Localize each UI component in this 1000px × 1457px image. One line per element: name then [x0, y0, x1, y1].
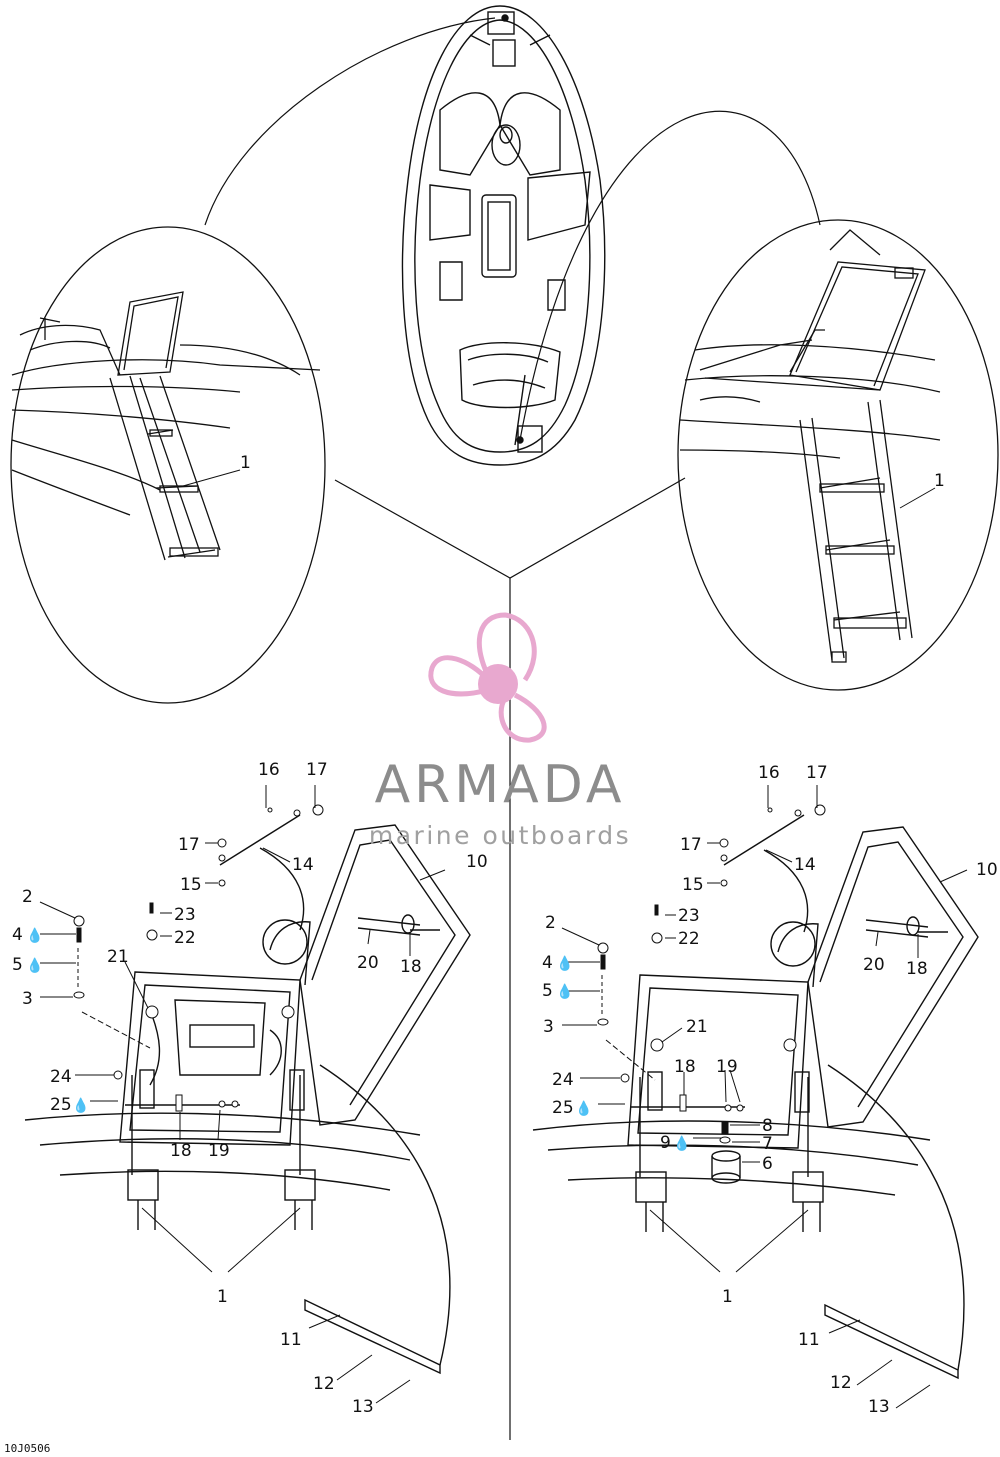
small-parts-right [597, 804, 826, 1144]
lubricant-drop-icon: 💧 [72, 1097, 89, 1114]
callout-13: 13 [868, 1397, 890, 1417]
callout-17: 17 [680, 835, 702, 855]
callout-22: 22 [678, 929, 700, 949]
callouts-left: 16 17 17 14 15 10 2 4 💧 5 💧 3 23 22 21 2… [12, 760, 488, 1417]
callout-15: 15 [180, 875, 202, 895]
detail-view-right [677, 219, 999, 691]
callout-1: 1 [240, 453, 251, 473]
callout-2: 2 [22, 887, 33, 907]
callout-11: 11 [798, 1330, 820, 1350]
callout-16: 16 [258, 760, 280, 780]
callout-11: 11 [280, 1330, 302, 1350]
callout-22: 22 [174, 928, 196, 948]
exploded-view-left [24, 814, 471, 1375]
callout-9: 9 [660, 1133, 671, 1153]
callout-4: 4 [12, 925, 23, 945]
lubricant-drop-icon: 💧 [673, 1135, 690, 1152]
callouts-right: 16 17 17 14 15 10 2 23 22 4 💧 5 💧 20 18 … [542, 763, 998, 1417]
lubricant-drop-icon: 💧 [575, 1100, 592, 1117]
callout-21: 21 [686, 1017, 708, 1037]
callout-18: 18 [906, 959, 928, 979]
callout-19: 19 [208, 1141, 230, 1161]
callout-21: 21 [107, 947, 129, 967]
callout-20: 20 [863, 955, 885, 975]
callout-7: 7 [762, 1134, 773, 1154]
callout-10: 10 [976, 860, 998, 880]
callout-1: 1 [722, 1287, 733, 1307]
callout-18: 18 [400, 957, 422, 977]
callout-18: 18 [170, 1141, 192, 1161]
callout-25: 25 [552, 1098, 574, 1118]
callout-10: 10 [466, 852, 488, 872]
armada-watermark: ARMADA marine outboards [369, 612, 631, 850]
propeller-logo-icon [428, 612, 547, 743]
callout-8: 8 [762, 1116, 773, 1136]
callout-6: 6 [762, 1154, 773, 1174]
small-parts-left [73, 804, 324, 1112]
callout-24: 24 [552, 1070, 574, 1090]
callout-5: 5 [12, 955, 23, 975]
callout-2: 2 [545, 913, 556, 933]
reference-code: 10J0506 [4, 1442, 50, 1455]
connector-lines [204, 17, 821, 1440]
exploded-view-right [532, 814, 979, 1380]
boat-top-view [401, 5, 606, 466]
callout-16: 16 [758, 763, 780, 783]
callout-3: 3 [22, 989, 33, 1009]
callout-13: 13 [352, 1397, 374, 1417]
watermark-subtitle: marine outboards [369, 821, 631, 850]
callout-24: 24 [50, 1067, 72, 1087]
callout-18: 18 [674, 1057, 696, 1077]
callout-5: 5 [542, 981, 553, 1001]
callout-14: 14 [292, 855, 314, 875]
leader-lines-left [39, 785, 446, 1404]
callout-23: 23 [174, 905, 196, 925]
lubricant-drop-icon: 💧 [556, 983, 573, 1000]
callout-20: 20 [357, 953, 379, 973]
lubricant-drop-icon: 💧 [26, 957, 43, 974]
callout-1: 1 [934, 471, 945, 491]
lubricant-drop-icon: 💧 [26, 927, 43, 944]
lubricant-drop-icon: 💧 [556, 955, 573, 972]
detail-view-left [10, 226, 326, 704]
callout-25: 25 [50, 1095, 72, 1115]
callout-12: 12 [313, 1374, 335, 1394]
callout-4: 4 [542, 953, 553, 973]
callout-17: 17 [806, 763, 828, 783]
callout-15: 15 [682, 875, 704, 895]
watermark-title: ARMADA [375, 755, 626, 815]
callout-3: 3 [543, 1017, 554, 1037]
callout-1: 1 [217, 1287, 228, 1307]
callout-12: 12 [830, 1373, 852, 1393]
callout-17: 17 [178, 835, 200, 855]
callout-14: 14 [794, 855, 816, 875]
callout-17: 17 [306, 760, 328, 780]
callout-23: 23 [678, 906, 700, 926]
callout-19: 19 [716, 1057, 738, 1077]
leader-lines-right [561, 785, 968, 1409]
